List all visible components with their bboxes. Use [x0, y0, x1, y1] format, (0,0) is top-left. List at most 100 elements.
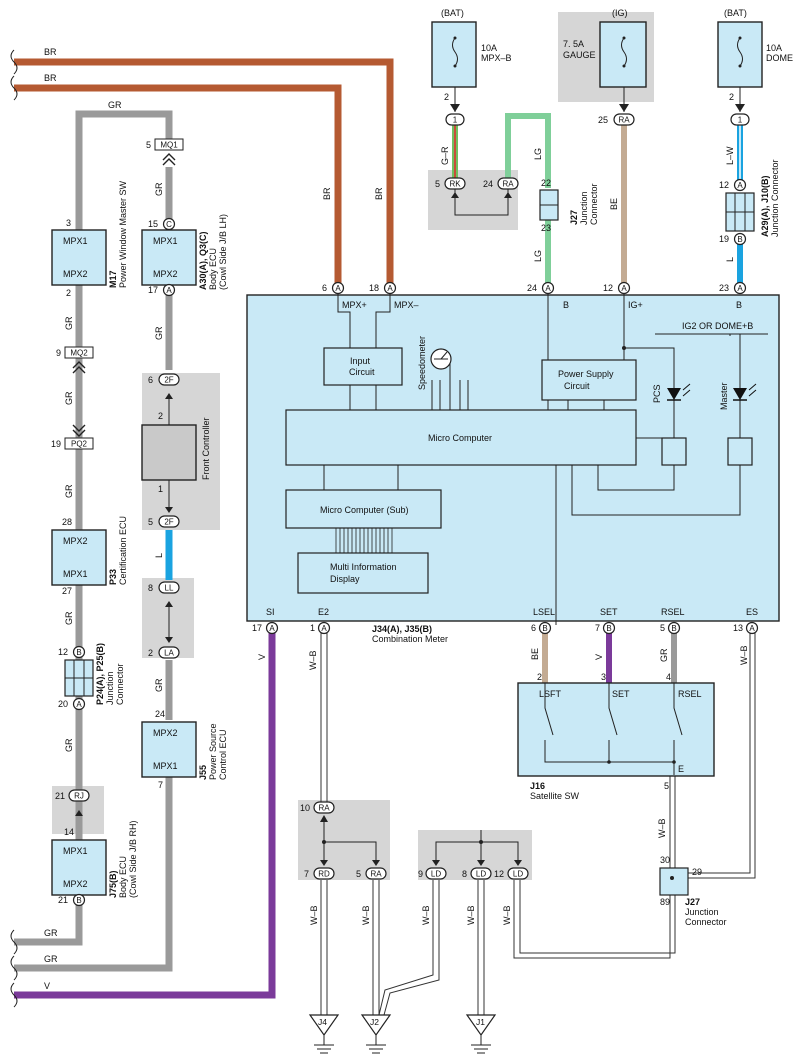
svg-text:LD: LD	[476, 870, 486, 879]
j27-top-name1: Junction	[579, 191, 589, 225]
pin-7-rd: 7	[304, 869, 309, 879]
j27-bottom-ref: J27	[685, 897, 700, 907]
p33-name: Certification ECU	[118, 516, 128, 585]
svg-text:LD: LD	[513, 870, 523, 879]
pin-1-fc: 1	[158, 484, 163, 494]
wire-lg	[505, 113, 551, 188]
connector-mq2: MQ2	[64, 346, 94, 374]
m17-component	[51, 229, 107, 286]
wire-label-gr-la: GR	[154, 678, 164, 692]
sw-e: E	[678, 764, 684, 774]
svg-text:A: A	[76, 700, 82, 709]
m17-name: Power Window Master SW	[118, 180, 128, 288]
meter-ig-plus: IG+	[628, 300, 643, 310]
j27-top-connector	[539, 189, 559, 221]
wire-label-wb-ra: W–B	[361, 905, 371, 925]
pin-21-j75: 21	[58, 895, 68, 905]
p33-mpx2: MPX2	[63, 536, 88, 546]
pcs-label: PCS	[652, 384, 662, 403]
shade-ra-rd	[298, 800, 390, 880]
svg-text:A: A	[387, 284, 393, 293]
ground-j1-icon	[465, 1014, 497, 1054]
wire-label-gr-m17-1: GR	[64, 316, 74, 330]
connector-2f-top: 2F	[158, 373, 180, 399]
pin-9-mq2: 9	[56, 348, 61, 358]
pin-23: 23	[541, 223, 551, 233]
fuse-mpxb-amp: 10A	[481, 43, 497, 53]
mid-label1: Multi Information	[330, 562, 397, 572]
wire-label-gr-top: GR	[108, 100, 122, 110]
pin-12-p24: 12	[58, 647, 68, 657]
input-circuit-label1: Input	[350, 356, 371, 366]
wire-label-be: BE	[609, 198, 619, 210]
satellite-switch	[517, 682, 715, 777]
wire-label-gr-m17-3: GR	[64, 484, 74, 498]
pcs-driver-box	[661, 437, 687, 466]
pin-12-meter: 12	[603, 283, 613, 293]
j75-mpx1: MPX1	[63, 846, 88, 856]
input-circuit-label2: Circuit	[349, 367, 375, 377]
pin-23-meter: 23	[719, 283, 729, 293]
connector-pq2: PQ2	[64, 424, 94, 450]
fuse-dome	[717, 21, 763, 112]
pin-28-p33: 28	[62, 517, 72, 527]
wire-label-wb-ld8: W–B	[466, 905, 476, 925]
a30-pin-c: C	[162, 217, 176, 231]
pin-10-ra: 10	[300, 803, 310, 813]
pin-22: 22	[541, 178, 551, 188]
connector-mq1: MQ1	[154, 138, 184, 166]
svg-text:B: B	[606, 624, 611, 633]
svg-text:B: B	[737, 235, 742, 244]
pin-20-p24: 20	[58, 699, 68, 709]
wire-break-marks	[10, 49, 18, 1008]
wire-v	[14, 633, 276, 999]
pin-1-dome: 1	[730, 113, 750, 126]
connector-ll-la: LL LA	[158, 581, 180, 659]
fuse-gauge-amp: 7. 5A	[563, 39, 584, 49]
pin-24-meter: 24	[527, 283, 537, 293]
wire-label-lg-1: LG	[533, 148, 543, 160]
j55-mpx2: MPX2	[153, 728, 178, 738]
pin-7-j55: 7	[158, 780, 163, 790]
fuse-mpxb	[431, 21, 477, 112]
pin-21-rj: 21	[55, 791, 65, 801]
j55-component	[141, 721, 197, 778]
pin-5-ra: 5	[356, 869, 361, 879]
pin-4-j16: 4	[666, 672, 671, 682]
svg-text:RA: RA	[618, 116, 630, 125]
power-supply-circuit	[541, 359, 637, 401]
p24-name1: Junction	[105, 671, 115, 705]
micro-sub-label: Micro Computer (Sub)	[320, 505, 409, 515]
data-bus-lines	[335, 528, 393, 553]
wire-label-br-3: BR	[322, 187, 332, 200]
meter-name: Combination Meter	[372, 634, 448, 644]
psc-label1: Power Supply	[558, 369, 614, 379]
svg-text:RK: RK	[449, 180, 461, 189]
connector-rk-ra: RK RA	[444, 177, 519, 216]
ground-j2-label: J2	[370, 1017, 379, 1027]
pin-15-a30: 15	[148, 219, 158, 229]
micro-computer-sub	[285, 489, 442, 529]
a30-mpx1: MPX1	[153, 236, 178, 246]
pin-29: 29	[692, 867, 702, 877]
pin-1-mpxb: 1	[445, 113, 465, 126]
j55-ref: J55	[198, 765, 208, 780]
p33-mpx1: MPX1	[63, 569, 88, 579]
a29-ref: A29(A), J10(B)	[760, 175, 770, 237]
svg-text:2F: 2F	[164, 376, 173, 385]
svg-text:A: A	[737, 181, 743, 190]
wire-label-gr-rsel: GR	[659, 648, 669, 662]
wire-br-1	[14, 58, 394, 283]
svg-text:A: A	[321, 624, 327, 633]
svg-text:1: 1	[738, 116, 743, 125]
svg-text:LD: LD	[431, 870, 441, 879]
meter-lsel: LSEL	[533, 607, 555, 617]
svg-text:RA: RA	[370, 870, 382, 879]
pin-14-j75: 14	[64, 827, 74, 837]
pin-5-j16: 5	[664, 781, 669, 791]
svg-text:RD: RD	[318, 870, 330, 879]
svg-text:A: A	[166, 286, 172, 295]
j55-name1: Power Source	[208, 723, 218, 780]
a29-name: Junction Connector	[770, 159, 780, 237]
satellite-switch-contacts	[544, 683, 683, 775]
